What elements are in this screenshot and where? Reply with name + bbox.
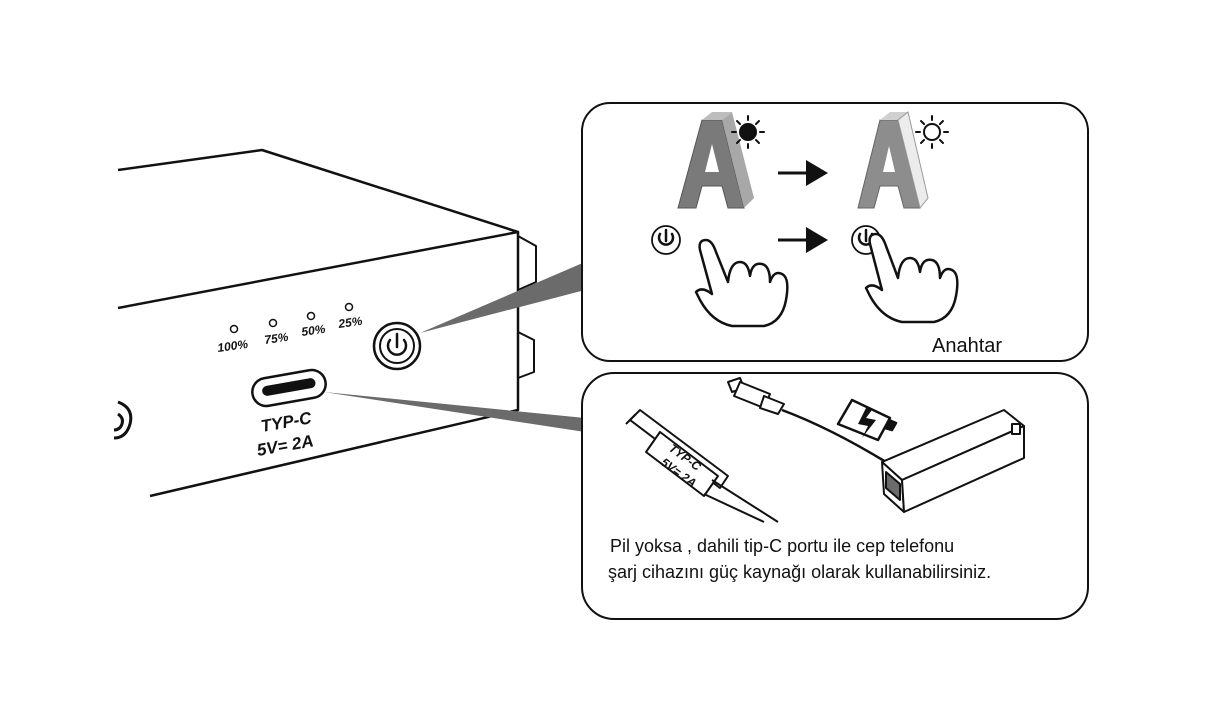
switch-callout-panel <box>581 102 1089 362</box>
power-button[interactable] <box>372 321 422 371</box>
charging-battery-icon <box>836 398 898 442</box>
battery-level-label: 75% <box>263 330 289 347</box>
usb-callout-connector <box>324 392 585 432</box>
usb-plug-icon <box>727 377 785 415</box>
power-icon <box>386 338 408 356</box>
device-body <box>117 148 537 498</box>
arrow-right-icon <box>778 160 828 186</box>
usb-c-cable-icon <box>625 409 779 523</box>
sun-filled-icon <box>731 115 765 149</box>
battery-level-label: 100% <box>216 337 249 355</box>
usb-description-line2: şarj cihazını güç kaynağı olarak kullana… <box>608 562 991 582</box>
battery-level-label: 50% <box>300 322 326 339</box>
led-50 <box>306 311 316 321</box>
usb-c-port[interactable] <box>250 368 328 408</box>
switch-label: Anahtar <box>932 335 1002 357</box>
led-100 <box>229 324 239 334</box>
led-75 <box>268 318 278 328</box>
battery-level-label: 25% <box>336 314 363 331</box>
sun-outline-icon <box>915 115 949 149</box>
power-bank-icon <box>881 409 1025 513</box>
hand-press-icon <box>864 232 959 324</box>
letter-a-light-icon <box>857 111 929 210</box>
power-icon <box>651 225 681 255</box>
charging-cable <box>781 408 887 464</box>
battery-indicator: 100% 75% 50% 25% <box>216 302 364 355</box>
usb-callout-panel <box>581 372 1089 620</box>
switch-callout-connector <box>420 262 585 333</box>
arrow-right-icon <box>778 227 828 253</box>
led-25 <box>344 302 354 312</box>
letter-a-dark-icon <box>677 112 754 209</box>
hand-press-icon <box>694 238 789 328</box>
side-ring-icon <box>113 400 133 440</box>
usb-description-line1: Pil yoksa , dahili tip-C portu ile cep t… <box>610 536 954 556</box>
